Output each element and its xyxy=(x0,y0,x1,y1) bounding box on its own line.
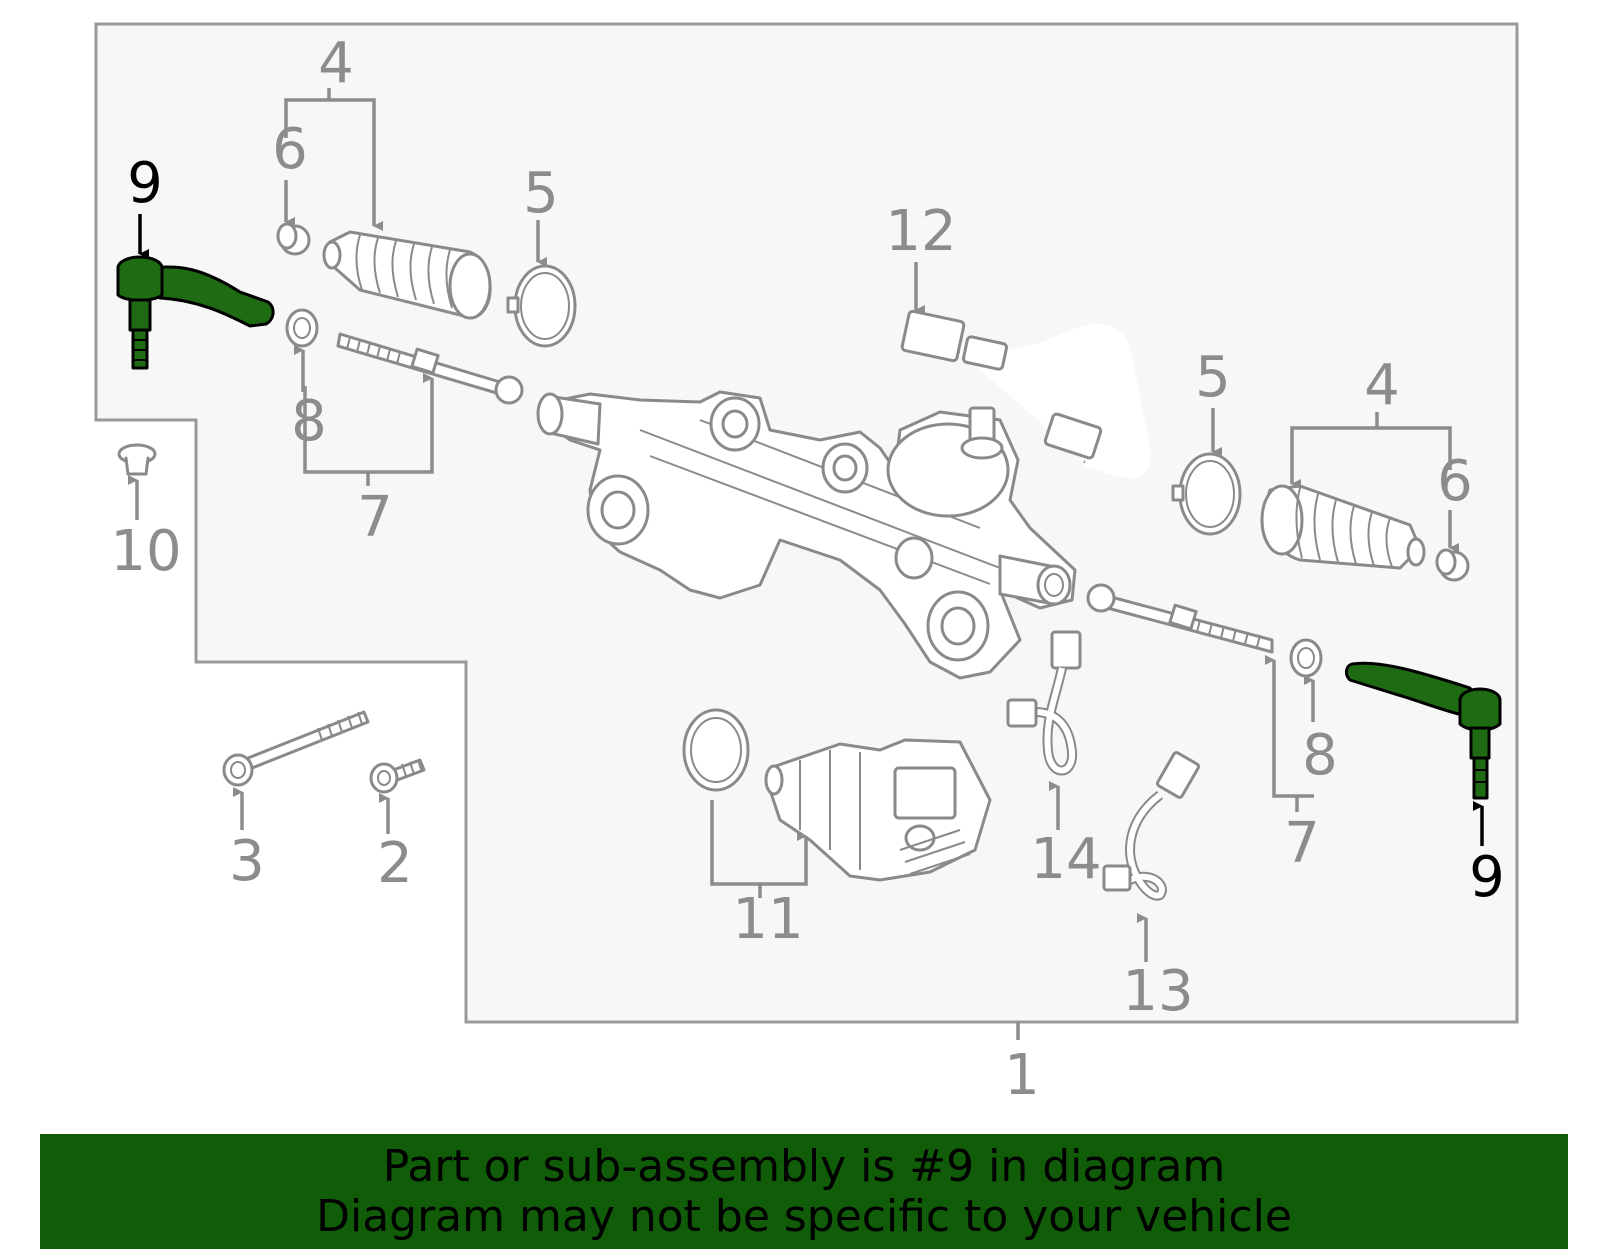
steering-gear-assembly[interactable] xyxy=(536,390,1077,680)
inner-tie-rod-7-left[interactable] xyxy=(336,332,524,405)
motor-seal-11[interactable] xyxy=(682,708,750,792)
callout-5-right: 5 xyxy=(1195,345,1231,410)
callout-7-left: 7 xyxy=(357,485,393,550)
nut-8-left[interactable] xyxy=(285,308,319,348)
callout-4-right: 4 xyxy=(1364,353,1400,418)
bolt-3[interactable] xyxy=(222,710,370,787)
callout-8-left: 8 xyxy=(291,389,327,454)
boot-4-left[interactable] xyxy=(322,230,492,320)
callout-3: 3 xyxy=(229,829,265,894)
inner-tie-rod-7-right[interactable] xyxy=(1086,583,1274,654)
nut-10[interactable] xyxy=(117,443,157,476)
ring-5-left[interactable] xyxy=(506,264,577,348)
callout-10: 10 xyxy=(110,519,181,584)
bolt-2[interactable] xyxy=(369,758,426,794)
boot-4-right[interactable] xyxy=(1260,484,1426,570)
callout-7-right-leader xyxy=(1265,655,1314,798)
callout-12: 12 xyxy=(885,199,956,264)
callout-5-left: 5 xyxy=(523,161,559,226)
banner-line-1: Part or sub-assembly is #9 in diagram xyxy=(382,1140,1226,1192)
clamp-6-right[interactable] xyxy=(1435,548,1470,582)
callout-1: 1 xyxy=(1004,1043,1040,1108)
tie-rod-end-left[interactable] xyxy=(116,255,275,370)
callout-9-left: 9 xyxy=(127,151,163,216)
callout-2: 2 xyxy=(377,831,413,896)
info-banner: Part or sub-assembly is #9 in diagram Di… xyxy=(40,1134,1568,1249)
callout-7-right: 7 xyxy=(1284,811,1320,876)
ring-5-right[interactable] xyxy=(1171,452,1242,536)
sensor-harness-14[interactable] xyxy=(1006,630,1082,776)
callout-6-left: 6 xyxy=(272,117,308,182)
callout-13: 13 xyxy=(1122,959,1193,1024)
callout-4-left: 4 xyxy=(318,31,354,96)
tie-rod-end-right[interactable] xyxy=(1344,661,1502,800)
callout-11: 11 xyxy=(732,887,803,952)
nut-8-right[interactable] xyxy=(1289,638,1323,678)
sensor-harness-13[interactable] xyxy=(1102,751,1201,901)
callout-8-right: 8 xyxy=(1302,723,1338,788)
callout-14: 14 xyxy=(1030,827,1101,892)
banner-line-2: Diagram may not be specific to your vehi… xyxy=(316,1190,1292,1242)
wiring-harness-12[interactable] xyxy=(900,309,1151,479)
callout-6-right: 6 xyxy=(1437,449,1473,514)
callout-9-right: 9 xyxy=(1469,845,1505,910)
motor-assembly-11[interactable] xyxy=(764,738,992,882)
callout-4-right-leader xyxy=(1290,426,1452,489)
